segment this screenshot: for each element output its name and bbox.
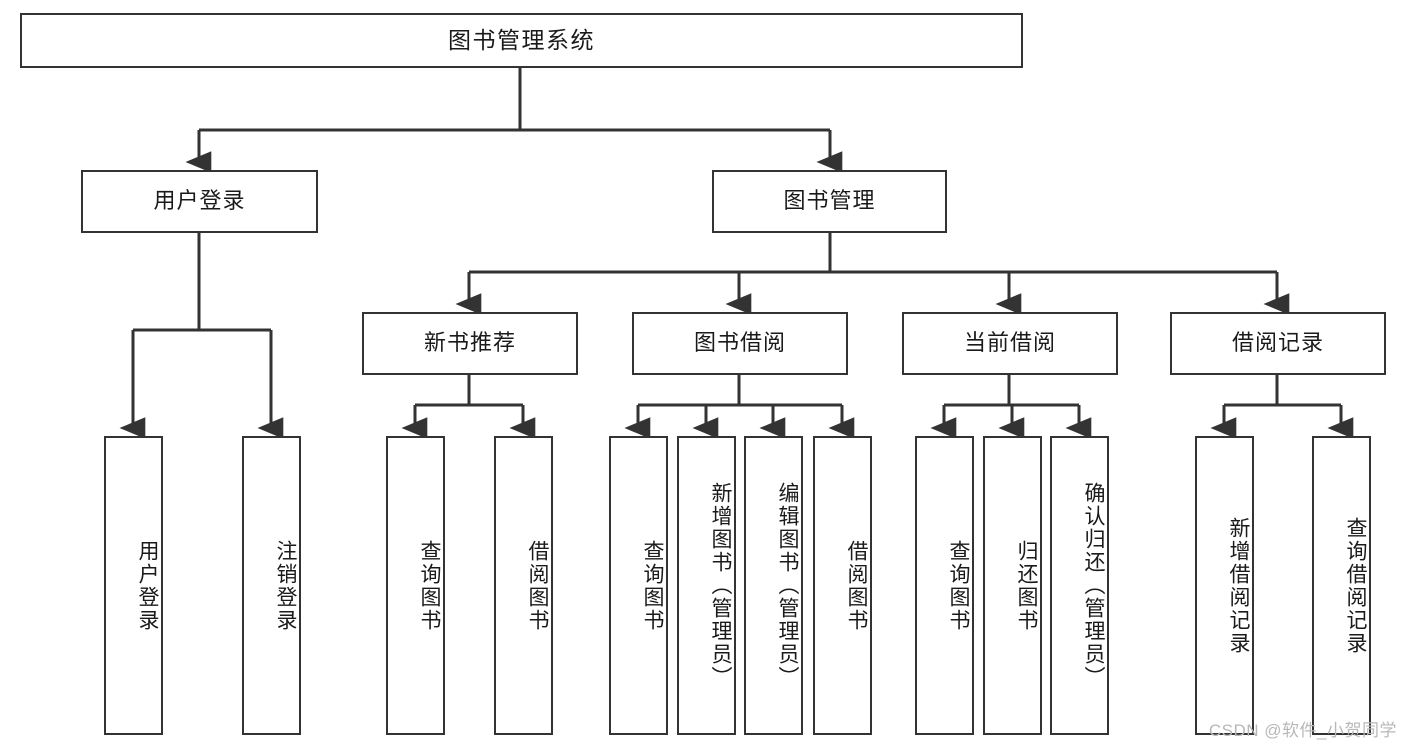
leaf-borrow-record-add[interactable]: 新增借阅记录 [1195, 436, 1254, 735]
leaf-current-borrow-return[interactable]: 归还图书 [983, 436, 1042, 735]
node-root-system[interactable]: 图书管理系统 [20, 13, 1023, 68]
leaf-label: 确认归还（管理员） [1082, 482, 1105, 689]
leaf-label: 查询图书 [641, 539, 664, 632]
leaf-book-borrow-query[interactable]: 查询图书 [609, 436, 668, 735]
leaf-borrow-record-query[interactable]: 查询借阅记录 [1312, 436, 1371, 735]
leaf-new-book-query[interactable]: 查询图书 [386, 436, 445, 735]
node-user-login[interactable]: 用户登录 [81, 170, 318, 233]
leaf-label: 新增图书（管理员） [709, 482, 732, 689]
node-borrow-record[interactable]: 借阅记录 [1170, 312, 1386, 375]
leaf-label: 查询图书 [947, 539, 970, 632]
leaf-current-borrow-confirm-return[interactable]: 确认归还（管理员） [1050, 436, 1109, 735]
node-current-borrow[interactable]: 当前借阅 [902, 312, 1118, 375]
leaf-label: 用户登录 [136, 539, 159, 632]
node-new-book-recommend[interactable]: 新书推荐 [362, 312, 578, 375]
leaf-label: 借阅图书 [845, 539, 868, 632]
leaf-label: 查询借阅记录 [1344, 516, 1367, 655]
leaf-label: 新增借阅记录 [1227, 516, 1250, 655]
leaf-current-borrow-query[interactable]: 查询图书 [915, 436, 974, 735]
leaf-book-borrow-borrow[interactable]: 借阅图书 [813, 436, 872, 735]
leaf-label: 借阅图书 [526, 539, 549, 632]
leaf-label: 归还图书 [1015, 539, 1038, 632]
leaf-label: 查询图书 [418, 539, 441, 632]
leaf-label: 注销登录 [274, 539, 297, 632]
leaf-book-borrow-add[interactable]: 新增图书（管理员） [677, 436, 736, 735]
leaf-book-borrow-edit[interactable]: 编辑图书（管理员） [744, 436, 803, 735]
node-book-borrow[interactable]: 图书借阅 [632, 312, 848, 375]
leaf-label: 编辑图书（管理员） [776, 482, 799, 689]
leaf-user-login-logout[interactable]: 注销登录 [242, 436, 301, 735]
csdn-watermark: CSDN @软件_小贺同学 [1208, 721, 1397, 740]
leaf-new-book-borrow[interactable]: 借阅图书 [494, 436, 553, 735]
node-book-management[interactable]: 图书管理 [712, 170, 947, 233]
leaf-user-login-login[interactable]: 用户登录 [104, 436, 163, 735]
